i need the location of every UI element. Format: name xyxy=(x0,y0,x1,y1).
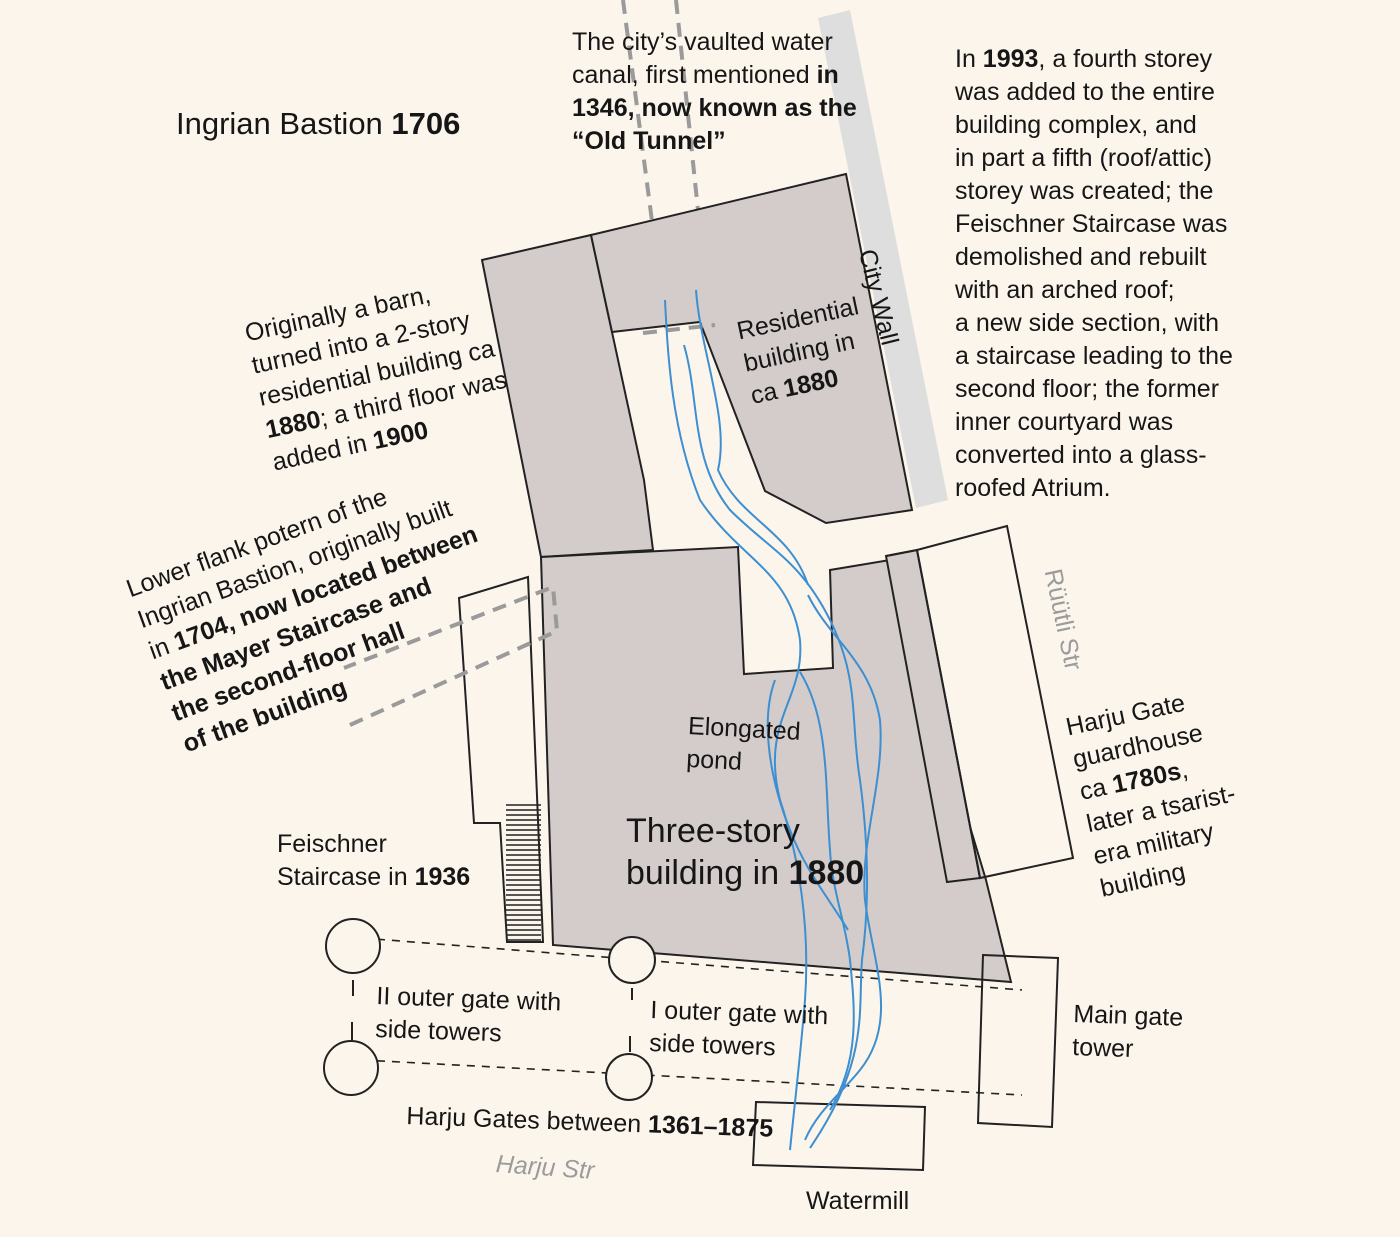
ingrian-bastion-label: Ingrian Bastion 1706 xyxy=(176,106,460,142)
renovation-line-1b: 1993 xyxy=(982,45,1039,73)
renovation-line-9: a new side section, with xyxy=(955,309,1220,337)
feischner-line-2: Staircase in 1936 xyxy=(277,861,470,894)
gate-i-line-2: side towers xyxy=(648,1028,777,1062)
canal-line-2: canal, first mentioned in xyxy=(572,59,857,92)
main-gate-tower xyxy=(976,953,1060,1129)
gate-tower-ii-north xyxy=(325,918,381,974)
main-building xyxy=(539,545,1013,984)
renovation-line-5: storey was created; the xyxy=(955,177,1214,205)
canal-line-3-text: 1346, now known as the xyxy=(572,94,857,122)
renovation-line-1c: , a fourth storey xyxy=(1038,45,1213,73)
feischner-label: Feischner Staircase in 1936 xyxy=(277,828,470,894)
feischner-line-2a: Staircase in xyxy=(277,863,415,891)
staircase-steps xyxy=(506,804,541,941)
feischner-line-2b: 1936 xyxy=(414,863,471,891)
gate-line-south xyxy=(361,1059,1023,1096)
gate-tower-i-north xyxy=(608,936,656,984)
barn-building xyxy=(480,233,655,559)
canal-label: The city’s vaulted water canal, first me… xyxy=(572,26,857,158)
renovation-line-3: building complex, and xyxy=(955,111,1197,139)
main-building-line-1: Three-story xyxy=(626,812,800,850)
gate-ii-line-2: side towers xyxy=(374,1014,503,1048)
main-building-label: Three-story building in 1880 xyxy=(626,810,864,894)
canal-line-4: “Old Tunnel” xyxy=(572,125,857,158)
harju-street-label: Harju Str xyxy=(494,1149,596,1185)
water-channel-5 xyxy=(766,679,849,931)
watermill-label: Watermill xyxy=(806,1187,910,1215)
canal-line-2b: in xyxy=(816,61,839,89)
canal-line-2a: canal, first mentioned xyxy=(572,61,817,89)
renovation-line-4: in part a fifth (roof/attic) xyxy=(955,144,1213,172)
old-tunnel-cap xyxy=(642,323,716,335)
renovation-line-1: In 1993, a fourth storey xyxy=(955,43,1233,76)
old-tunnel-line-left xyxy=(621,0,668,329)
gate-tower-i-south xyxy=(605,1053,653,1101)
renovation-line-13: converted into a glass- xyxy=(955,441,1207,469)
harju-gates-years: 1361–1875 xyxy=(647,1110,774,1143)
water-channel-1 xyxy=(664,299,808,1151)
renovation-line-6: Feischner Staircase was xyxy=(955,210,1228,238)
renovation-line-2: was added to the entire xyxy=(955,78,1215,106)
renovation-line-14: roofed Atrium. xyxy=(955,474,1111,502)
water-channels xyxy=(664,289,882,1151)
feischner-line-1: Feischner xyxy=(277,830,387,858)
main-gate-label: Main gate tower xyxy=(1072,998,1184,1068)
bastion-year: 1706 xyxy=(391,106,461,141)
gate-tower-ii-south xyxy=(323,1040,379,1096)
pond-line-2: pond xyxy=(685,744,743,776)
renovation-line-7: demolished and rebuilt xyxy=(955,243,1207,271)
renovation-line-11: second floor; the former xyxy=(955,375,1220,403)
water-channel-3 xyxy=(695,289,809,586)
water-channel-6 xyxy=(799,671,855,1111)
gate-ii-label: II outer gate with side towers xyxy=(375,980,562,1052)
bastion-text: Ingrian Bastion xyxy=(176,106,392,141)
gate-i-label: I outer gate with side towers xyxy=(649,994,829,1066)
renovation-line-1a: In xyxy=(955,45,983,73)
main-gate-line-2: tower xyxy=(1071,1032,1134,1064)
canal-line-4-text: “Old Tunnel” xyxy=(572,127,726,155)
water-channel-2 xyxy=(683,344,869,1149)
renovation-line-8: with an arched roof; xyxy=(955,276,1175,304)
guardhouse-edge xyxy=(885,549,918,557)
watermill-building xyxy=(751,1100,927,1172)
main-building-line-2b: 1880 xyxy=(788,854,865,892)
renovation-line-10: a staircase leading to the xyxy=(955,342,1233,370)
old-tunnel-line-right xyxy=(674,0,712,326)
main-building-line-2: building in 1880 xyxy=(626,852,864,894)
renovation-line-12: inner courtyard was xyxy=(955,408,1174,436)
harju-gates-text: Harju Gates between xyxy=(405,1101,649,1139)
residential-building xyxy=(589,172,914,525)
renovation-1993-note: In 1993, a fourth storey was added to th… xyxy=(955,43,1233,505)
water-channel-4 xyxy=(804,594,882,1141)
feischner-staircase-outline xyxy=(457,575,545,943)
main-building-line-2a: building in xyxy=(626,854,789,892)
guardhouse-outer xyxy=(915,524,1075,880)
gate-line-north xyxy=(361,937,1023,991)
city-wall-strip xyxy=(818,10,948,508)
main-gate-line-1: Main gate xyxy=(1072,999,1184,1032)
canal-line-1: The city’s vaulted water xyxy=(572,28,833,56)
pond-label: Elongated pond xyxy=(686,710,802,782)
canal-line-3: 1346, now known as the xyxy=(572,92,857,125)
